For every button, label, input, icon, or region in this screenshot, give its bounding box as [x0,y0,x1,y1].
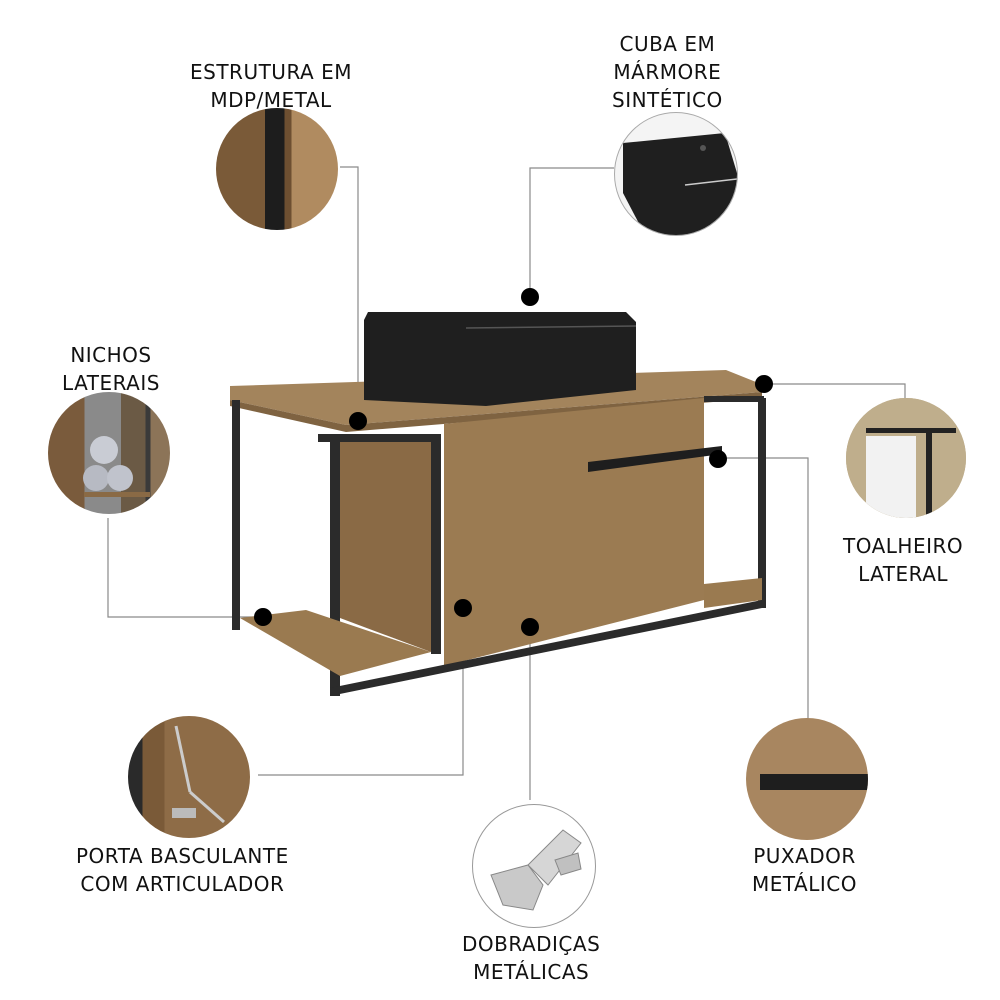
detail-tilt-door-image [128,716,250,838]
detail-towel-rack-image [846,398,966,518]
callout-dot-hinges [521,618,539,636]
detail-structure-image [216,108,338,230]
callout-dot-towel-rack [755,375,773,393]
detail-niches-image [48,392,170,514]
label-hinges: DOBRADIÇAS METÁLICAS [462,932,601,984]
label-handle: PUXADOR METÁLICO [752,844,857,896]
callout-dot-structure [349,412,367,430]
callout-dot-tilt-door [454,599,472,617]
callout-dot-niches [254,608,272,626]
vanity-illustration [230,312,766,696]
callout-dot-handle [709,450,727,468]
label-niches: NICHOS LATERAIS [62,343,160,395]
label-basin: CUBA EM MÁRMORE SINTÉTICO [612,32,723,112]
label-towel-rack: TOALHEIRO LATERAL [843,534,964,586]
label-tilt-door: PORTA BASCULANTE COM ARTICULADOR [76,844,289,896]
detail-hinges-image [472,804,596,928]
detail-handle-image [746,718,868,840]
callout-dot-basin [521,288,539,306]
label-structure: ESTRUTURA EM MDP/METAL [190,60,352,112]
detail-basin-image [614,112,738,236]
